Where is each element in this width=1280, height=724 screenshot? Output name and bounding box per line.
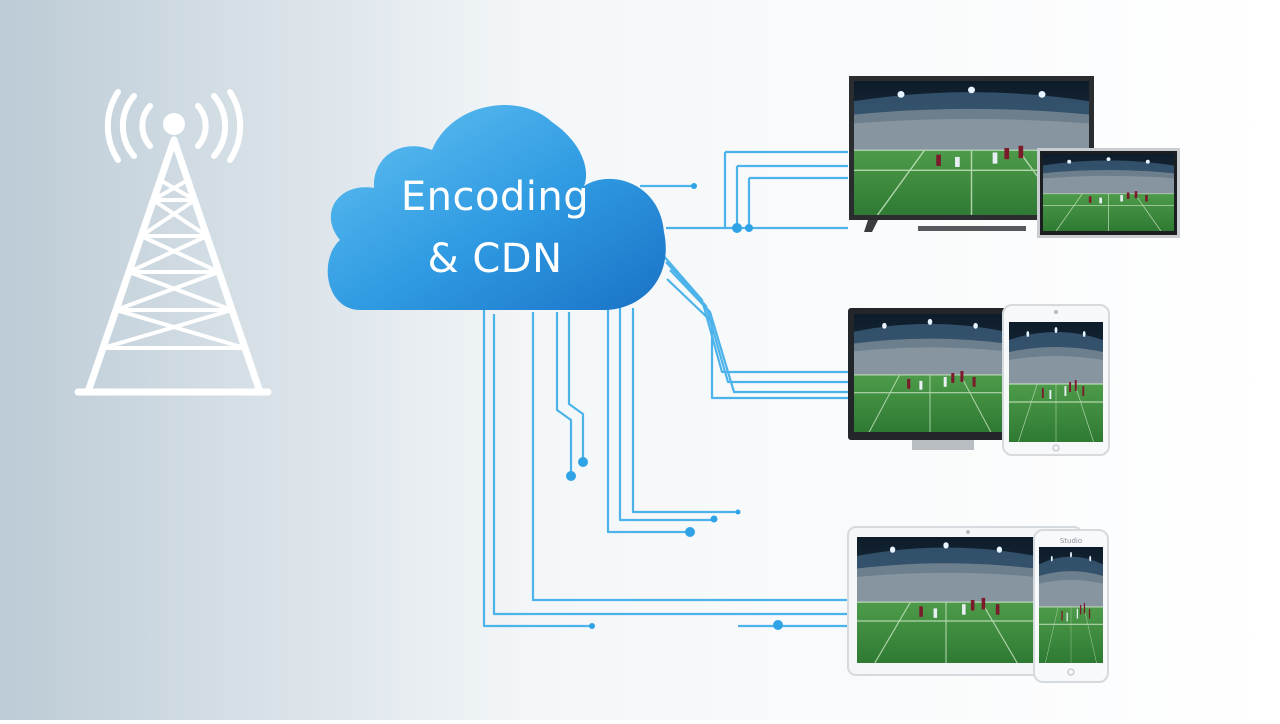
connector-lines (482, 150, 848, 628)
device-group-monitor-tablet (848, 304, 1110, 456)
cloud-label-line1: Encoding (400, 174, 590, 220)
smartphone-icon: Studio (1033, 529, 1109, 683)
phone-screen-text: Studio (1060, 537, 1082, 545)
laptop-icon (1037, 148, 1180, 238)
device-group-tv-laptop (849, 76, 1180, 238)
desktop-monitor-icon (848, 308, 1012, 450)
tablet-icon (1002, 304, 1110, 456)
device-group-tablet-phone: Studio (847, 526, 1109, 683)
broadcast-tower-icon (74, 89, 272, 396)
cloud-icon (327, 105, 666, 310)
connector-nodes (566, 183, 783, 630)
cloud-label-line2: & CDN (427, 236, 563, 282)
